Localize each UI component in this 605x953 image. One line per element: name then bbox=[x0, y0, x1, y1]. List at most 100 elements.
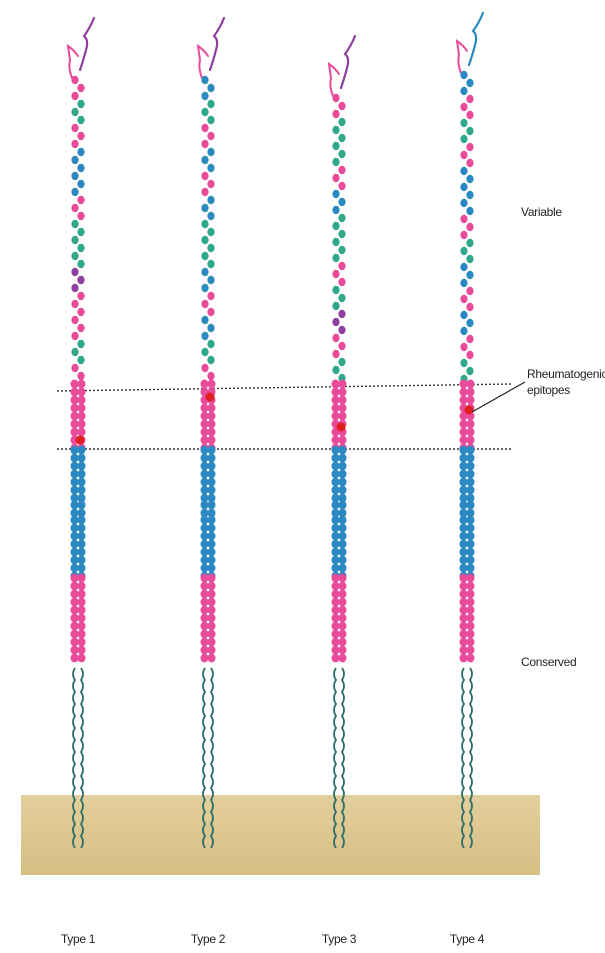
variable-region-bead bbox=[460, 231, 467, 239]
variable-region-bead bbox=[71, 188, 78, 196]
epitope-region-bead bbox=[71, 404, 79, 413]
epitope-region-bead bbox=[201, 380, 209, 389]
conserved-region-bead bbox=[208, 574, 216, 583]
conserved-region-bead bbox=[332, 564, 340, 573]
variable-region-bead bbox=[77, 132, 84, 140]
variable-region-bead bbox=[332, 190, 339, 198]
conserved-region-bead bbox=[78, 532, 86, 541]
conserved-region-bead bbox=[332, 638, 340, 647]
variable-region-bead bbox=[207, 276, 214, 284]
variable-region-bead bbox=[207, 84, 214, 92]
epitope-region-bead bbox=[208, 436, 216, 445]
variable-region-bead bbox=[201, 172, 208, 180]
variable-region-bead bbox=[466, 111, 473, 119]
conserved-region-bead bbox=[208, 540, 216, 549]
variable-region-bead bbox=[71, 220, 78, 228]
conserved-region-bead bbox=[78, 446, 86, 455]
conserved-region-bead bbox=[208, 606, 216, 615]
conserved-region-bead bbox=[467, 574, 475, 583]
epitope-region-bead bbox=[467, 428, 475, 437]
conserved-region-bead bbox=[467, 470, 475, 479]
epitope-region-bead bbox=[332, 396, 340, 405]
variable-region-bead bbox=[460, 167, 467, 175]
conserved-region-bead bbox=[71, 646, 79, 655]
variable-region-bead bbox=[201, 76, 208, 84]
conserved-region-bead bbox=[71, 478, 79, 487]
variable-region-bead bbox=[77, 324, 84, 332]
variable-region-bead bbox=[77, 148, 84, 156]
conserved-region-bead bbox=[208, 582, 216, 591]
variable-region-bead bbox=[77, 260, 84, 268]
n-terminus-squiggle bbox=[198, 46, 208, 78]
variable-region-bead bbox=[332, 142, 339, 150]
variable-region-bead bbox=[201, 348, 208, 356]
conserved-region-bead bbox=[208, 548, 216, 557]
variable-region-bead bbox=[77, 228, 84, 236]
variable-region-bead bbox=[460, 247, 467, 255]
conserved-region-bead bbox=[78, 462, 86, 471]
conserved-region-bead bbox=[467, 590, 475, 599]
conserved-region-bead bbox=[460, 614, 468, 623]
variable-region-bead bbox=[71, 76, 78, 84]
strand-type-2 bbox=[198, 18, 224, 848]
conserved-region-bead bbox=[71, 564, 79, 573]
variable-region-bead bbox=[71, 204, 78, 212]
conserved-region-bead bbox=[332, 454, 340, 463]
epitope-region-bead bbox=[201, 436, 209, 445]
variable-region-bead bbox=[77, 340, 84, 348]
variable-region-bead bbox=[338, 262, 345, 270]
conserved-region-bead bbox=[339, 638, 347, 647]
variable-region-bead bbox=[207, 260, 214, 268]
variable-region-bead bbox=[201, 220, 208, 228]
variable-region-bead bbox=[71, 236, 78, 244]
epitope-region-bead bbox=[78, 396, 86, 405]
epitope-region-bead bbox=[71, 420, 79, 429]
conserved-region-bead bbox=[460, 638, 468, 647]
conserved-region-bead bbox=[467, 548, 475, 557]
conserved-region-bead bbox=[467, 614, 475, 623]
conserved-region-bead bbox=[339, 564, 347, 573]
variable-region-bead bbox=[338, 230, 345, 238]
conserved-region-bead bbox=[71, 556, 79, 565]
conserved-region-bead bbox=[460, 501, 468, 510]
variable-region-bead bbox=[77, 164, 84, 172]
conserved-region-bead bbox=[460, 548, 468, 557]
epitope-region-bead bbox=[332, 388, 340, 397]
conserved-region-bead bbox=[78, 516, 86, 525]
variable-region-bead bbox=[460, 151, 467, 159]
conserved-region-bead bbox=[71, 524, 79, 533]
variable-region-bead bbox=[201, 188, 208, 196]
conserved-region-bead bbox=[332, 548, 340, 557]
conserved-region-bead bbox=[201, 524, 209, 533]
conserved-region-bead bbox=[467, 462, 475, 471]
conserved-region-bead bbox=[339, 548, 347, 557]
conserved-region-bead bbox=[71, 606, 79, 615]
conserved-region-bead bbox=[208, 614, 216, 623]
epitope-region-bead bbox=[208, 428, 216, 437]
epitope-region-bead bbox=[201, 420, 209, 429]
variable-region-bead bbox=[207, 148, 214, 156]
conserved-region-bead bbox=[201, 590, 209, 599]
conserved-region-bead bbox=[332, 501, 340, 510]
conserved-region-bead bbox=[78, 470, 86, 479]
conserved-region-bead bbox=[208, 556, 216, 565]
conserved-region-bead bbox=[201, 446, 209, 455]
variable-region-bead bbox=[201, 332, 208, 340]
conserved-region-bead bbox=[78, 598, 86, 607]
conserved-region-bead bbox=[460, 486, 468, 495]
conserved-region-bead bbox=[78, 574, 86, 583]
variable-region-bead bbox=[201, 92, 208, 100]
conserved-region-bead bbox=[208, 622, 216, 631]
conserved-region-bead bbox=[467, 556, 475, 565]
conserved-region-bead bbox=[208, 638, 216, 647]
variable-region-bead bbox=[332, 254, 339, 262]
epitope-region-bead bbox=[460, 428, 468, 437]
conserved-region-bead bbox=[339, 478, 347, 487]
variable-region-bead bbox=[77, 196, 84, 204]
rheumatogenic-epitopes-label: Rheumatogenic epitopes bbox=[527, 366, 605, 398]
conserved-region-bead bbox=[460, 646, 468, 655]
conserved-region-bead bbox=[71, 574, 79, 583]
epitope-region-bead bbox=[208, 420, 216, 429]
type-1-label: Type 1 bbox=[48, 932, 108, 946]
variable-region-bead bbox=[77, 308, 84, 316]
